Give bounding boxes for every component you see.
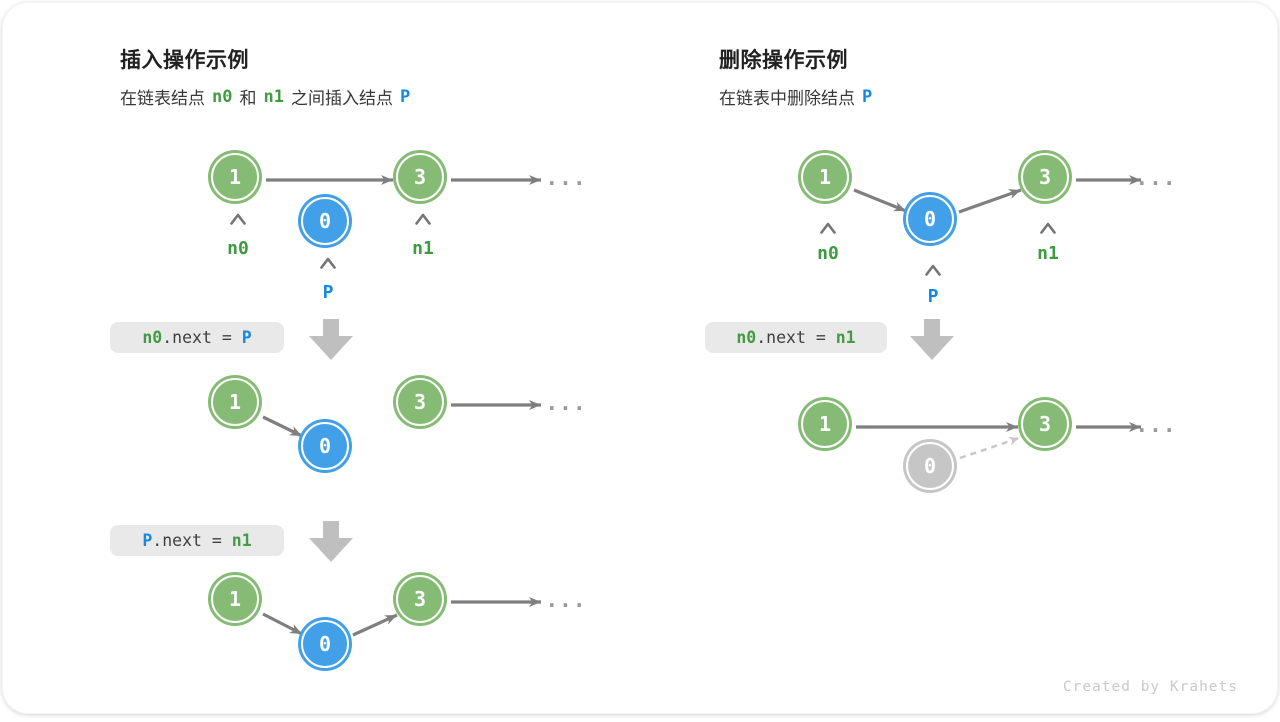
node-1: 1: [801, 400, 849, 448]
ellipsis: ...: [1135, 165, 1177, 190]
node-3: 3: [396, 378, 444, 426]
node-1: 1: [211, 378, 259, 426]
code-rhs: n1: [835, 328, 856, 347]
down-block-arrow-icon: [309, 319, 353, 360]
caret-up-icon: [230, 213, 246, 225]
pointer-label-n0: n0: [227, 238, 249, 259]
node-3: 3: [396, 575, 444, 623]
code-lhs: n0: [736, 328, 757, 347]
n1-inline-code: n1: [263, 86, 284, 107]
insert-title: 插入操作示例: [120, 49, 249, 72]
arrow-insert-r3-1to0: [262, 612, 303, 636]
insert-subtitle-text: 之间插入结点: [290, 89, 393, 108]
code-rhs: P: [241, 328, 252, 347]
code-lhs: P: [142, 531, 153, 550]
arrow-insert-r2-1to0: [262, 415, 303, 438]
arrow-insert-r3-0to3: [352, 613, 398, 637]
node-3: 3: [1021, 153, 1069, 201]
delete-title: 删除操作示例: [719, 49, 848, 72]
caret-up-icon: [925, 264, 941, 276]
node-0-inserted: 0: [301, 422, 349, 470]
node-0-inserted: 0: [301, 620, 349, 668]
pointer-label-n0: n0: [817, 243, 839, 264]
n0-inline-code: n0: [212, 86, 233, 107]
code-op: .next =: [756, 328, 836, 347]
node-0-removed: 0: [906, 442, 954, 490]
code-box-p-next-n1: P.next = n1: [110, 525, 284, 556]
code-op: .next =: [152, 531, 232, 550]
insert-subtitle-text: 在链表结点: [120, 89, 205, 108]
caret-up-icon: [320, 257, 336, 269]
ellipsis: ...: [545, 390, 587, 415]
credit-text: Created by Krahets: [1062, 679, 1238, 695]
arrow-delete-r1-0to3: [958, 188, 1022, 214]
caret-up-icon: [1040, 222, 1056, 234]
pointer-label-n1: n1: [412, 238, 434, 259]
node-3: 3: [396, 153, 444, 201]
caret-up-icon: [820, 222, 836, 234]
node-1: 1: [211, 575, 259, 623]
caret-up-icon: [415, 213, 431, 225]
node-0-inserted: 0: [301, 197, 349, 245]
ellipsis: ...: [1135, 412, 1177, 437]
delete-subtitle-text: 在链表中删除结点: [719, 89, 855, 108]
arrow-delete-r2-0to3-dashed: [959, 436, 1020, 460]
pointer-label-p: P: [927, 286, 939, 307]
code-rhs: n1: [231, 531, 252, 550]
node-1: 1: [211, 153, 259, 201]
node-0-deleted: 0: [906, 195, 954, 243]
insert-subtitle-text: 和: [239, 89, 257, 108]
down-block-arrow-icon: [309, 521, 353, 562]
code-box-n0-next-n1: n0.next = n1: [705, 322, 887, 353]
down-block-arrow-icon: [910, 319, 954, 360]
p-inline-code: P: [399, 86, 411, 107]
ellipsis: ...: [545, 587, 587, 612]
node-3: 3: [1021, 400, 1069, 448]
pointer-label-n1: n1: [1037, 243, 1059, 264]
node-1: 1: [801, 153, 849, 201]
p-inline-code: P: [862, 86, 873, 107]
code-box-n0-next-p: n0.next = P: [110, 322, 284, 353]
delete-subtitle: 在链表中删除结点 P: [719, 84, 879, 109]
ellipsis: ...: [545, 165, 587, 190]
insert-subtitle: 在链表结点 n0 和 n1 之间插入结点 P: [120, 84, 417, 109]
code-lhs: n0: [142, 328, 163, 347]
arrow-delete-r1-1to0: [853, 188, 907, 213]
code-op: .next =: [162, 328, 242, 347]
pointer-label-p: P: [322, 282, 334, 303]
